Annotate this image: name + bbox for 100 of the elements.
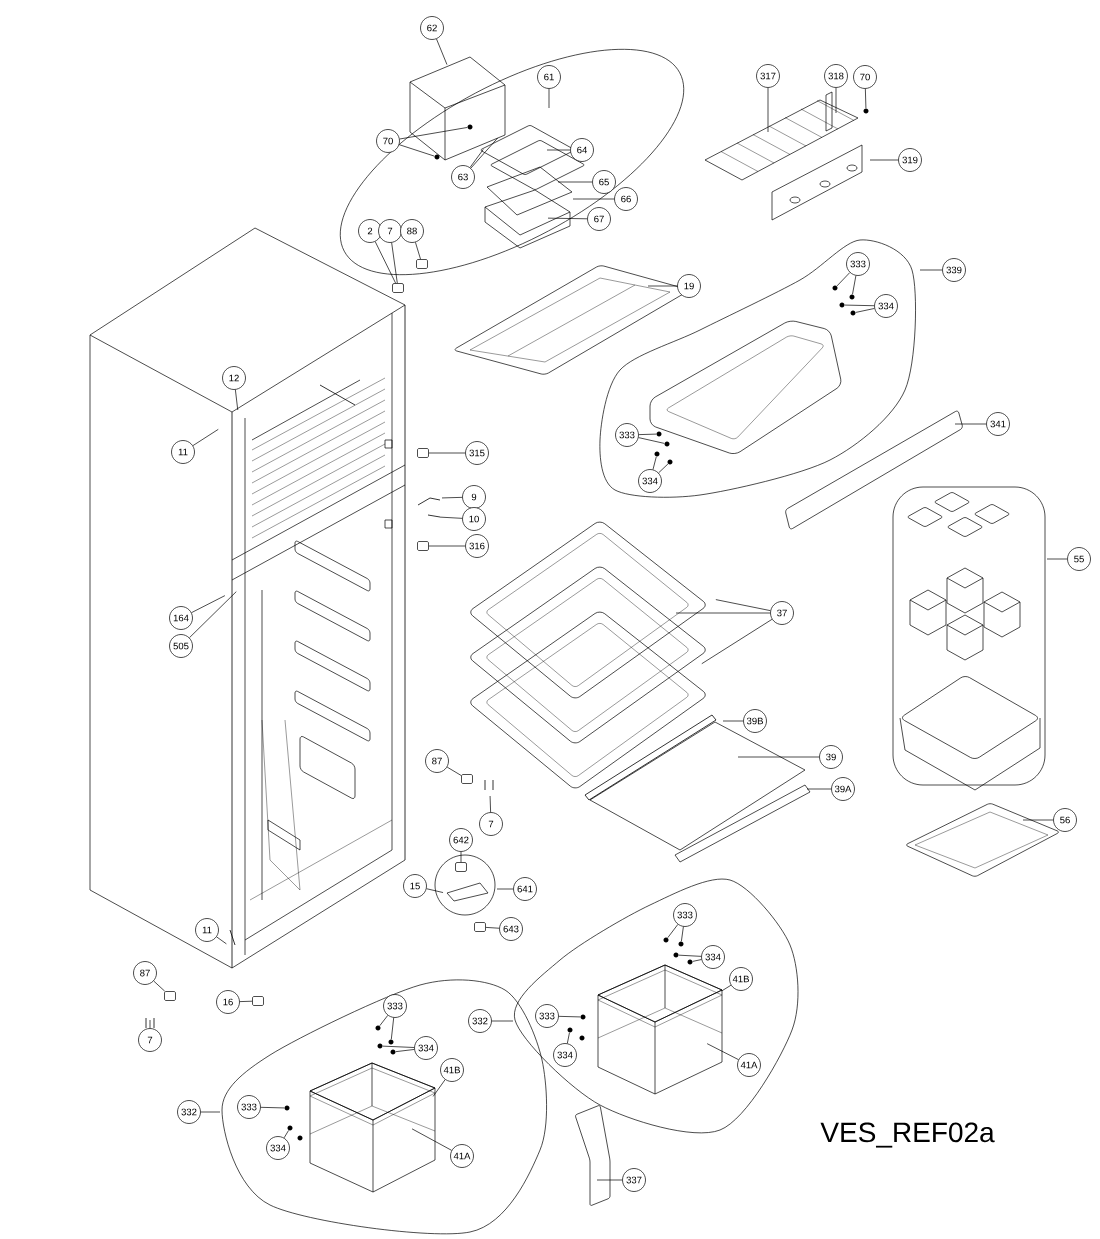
leader-line	[692, 959, 702, 962]
leader-line	[439, 516, 463, 519]
callout-number: 16	[216, 990, 240, 1014]
callout-number: 41B	[440, 1058, 464, 1082]
leader-line	[638, 433, 657, 435]
callout-number: 7	[138, 1028, 162, 1052]
leader-line	[432, 1079, 446, 1097]
clip-part	[417, 541, 429, 551]
callout-number: 319	[898, 148, 922, 172]
callout-number: 164	[169, 606, 193, 630]
leader-line	[426, 888, 444, 893]
callout-number: 11	[195, 918, 219, 942]
callout-number: 333	[673, 903, 697, 927]
leader-line	[706, 1043, 739, 1060]
leader-line	[399, 127, 468, 140]
leader-line	[489, 795, 491, 813]
leader-line	[675, 612, 771, 614]
clip-part	[416, 259, 428, 269]
leader-line	[647, 285, 678, 287]
clip-part	[164, 991, 176, 1001]
callout-number: 333	[237, 1095, 261, 1119]
callout-number: 61	[537, 65, 561, 89]
drawing-code: VES_REF02a	[820, 1122, 995, 1148]
leader-line	[149, 1019, 151, 1029]
callout-number: 339	[942, 258, 966, 282]
leader-line	[398, 144, 435, 157]
leader-line	[722, 720, 744, 722]
callout-number: 642	[449, 828, 473, 852]
leader-line	[954, 423, 987, 425]
leader-line	[678, 954, 702, 957]
callout-number: 316	[465, 534, 489, 558]
leader-line	[721, 984, 732, 992]
leader-line	[548, 88, 550, 109]
leader-line	[547, 217, 588, 220]
leader-line	[189, 591, 237, 639]
leader-line	[395, 1049, 415, 1052]
callout-number: 334	[701, 945, 725, 969]
clip-part	[461, 774, 473, 784]
callout-number: 56	[1053, 808, 1077, 832]
callout-number: 337	[622, 1168, 646, 1192]
leader-line	[1046, 558, 1068, 560]
callout-number: 87	[425, 749, 449, 773]
callout-number: 12	[222, 366, 246, 390]
callout-number: 334	[414, 1036, 438, 1060]
leader-line	[390, 1017, 395, 1040]
callout-number: 66	[614, 187, 638, 211]
callout-number: 11	[171, 440, 195, 464]
callout-number: 41B	[729, 967, 753, 991]
callout-number: 641	[513, 877, 537, 901]
leader-line	[216, 936, 227, 945]
callout-number: 39B	[743, 709, 767, 733]
callout-number: 333	[383, 994, 407, 1018]
callout-number: 334	[638, 469, 662, 493]
leader-line	[235, 389, 239, 411]
leader-line	[852, 275, 857, 295]
leader-line	[546, 149, 571, 151]
callout-number: 334	[874, 294, 898, 318]
leader-line	[806, 788, 832, 790]
leader-line	[239, 1000, 253, 1002]
leader-line	[701, 619, 773, 665]
leader-line	[485, 927, 500, 929]
callout-number: 10	[462, 507, 486, 531]
leader-line	[658, 463, 669, 474]
leader-line	[441, 497, 463, 499]
callout-number: 70	[853, 65, 877, 89]
leader-line	[428, 452, 466, 454]
callout-number: 643	[499, 917, 523, 941]
leader-line	[469, 149, 484, 168]
callout-number: 315	[465, 441, 489, 465]
leader-line	[415, 242, 421, 260]
callout-number: 15	[403, 874, 427, 898]
leader-line	[496, 888, 514, 890]
callout-number: 334	[553, 1043, 577, 1067]
callout-number: 333	[846, 252, 870, 276]
leader-line	[715, 599, 771, 611]
leader-line	[391, 242, 398, 284]
callout-number: 62	[420, 16, 444, 40]
callout-number: 65	[592, 170, 616, 194]
callout-number: 332	[177, 1100, 201, 1124]
leader-line	[844, 304, 875, 307]
leader-line	[382, 1045, 415, 1048]
callout-number: 55	[1067, 547, 1091, 571]
callout-number: 37	[770, 601, 794, 625]
leader-line	[737, 756, 820, 758]
callout-number: 341	[986, 412, 1010, 436]
callout-number: 67	[587, 207, 611, 231]
leader-line	[470, 137, 499, 169]
leader-line	[652, 456, 657, 470]
callout-number: 7	[479, 812, 503, 836]
callout-number: 41A	[737, 1053, 761, 1077]
clip-part	[417, 448, 429, 458]
callout-number: 317	[756, 64, 780, 88]
leader-line	[460, 851, 462, 863]
leader-line	[436, 38, 448, 65]
leader-line	[374, 241, 396, 284]
callout-number: 2	[358, 219, 382, 243]
leader-line	[681, 926, 684, 942]
leader-line	[446, 766, 462, 776]
leader-line	[865, 88, 867, 109]
callout-number: 63	[451, 165, 475, 189]
